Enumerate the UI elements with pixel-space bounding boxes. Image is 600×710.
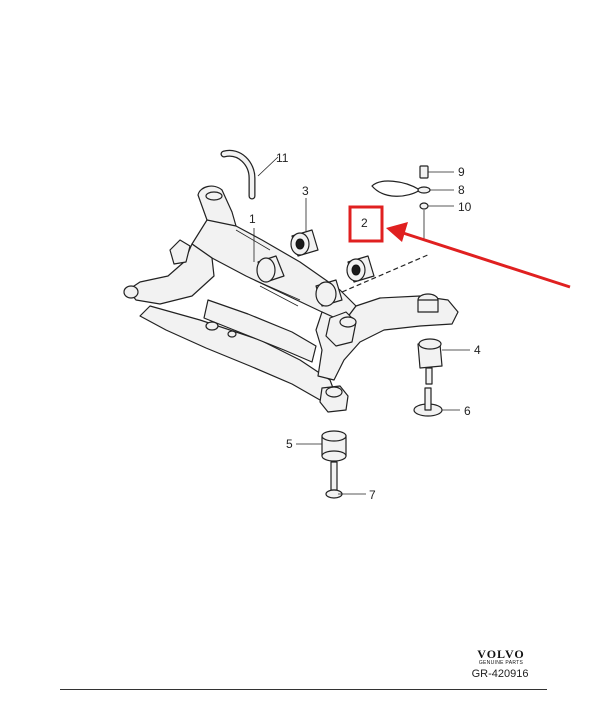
callout-8: 8 [458,183,465,197]
red-pointer-arrow-icon [386,222,571,289]
brand-subtitle: GENUINE PARTS [478,660,524,666]
bottom-divider [60,689,547,690]
crossmember-bushing-pair [256,255,343,307]
callout-1: 1 [249,212,256,226]
callout-5: 5 [286,437,293,451]
bolt-part-7 [325,461,343,499]
callout-7: 7 [369,488,376,502]
bushing-part-3 [290,229,319,257]
callout-10: 10 [458,200,472,214]
callout-2: 2 [361,216,368,230]
callout-6: 6 [464,404,471,418]
red-highlight-box [348,205,384,243]
leader-lines [253,156,470,495]
rubber-mount-part-4 [417,338,443,385]
lower-mount-part-5 [321,430,347,462]
washer-bolt-part-6 [413,387,443,417]
callout-4: 4 [474,343,481,357]
rear-subframe [123,185,459,413]
hardware-parts-8-9-10 [371,165,431,240]
reference-code: GR-420916 [471,668,529,680]
callout-9: 9 [458,165,465,179]
bushing-part-2 [341,253,431,293]
pipe-part-11 [220,149,256,200]
callout-3: 3 [302,184,309,198]
volvo-logo: VOLVO GENUINE PARTS [470,648,532,667]
right-arm-mount [417,293,439,313]
callout-11: 11 [276,151,289,165]
brand-name: VOLVO [477,647,525,661]
